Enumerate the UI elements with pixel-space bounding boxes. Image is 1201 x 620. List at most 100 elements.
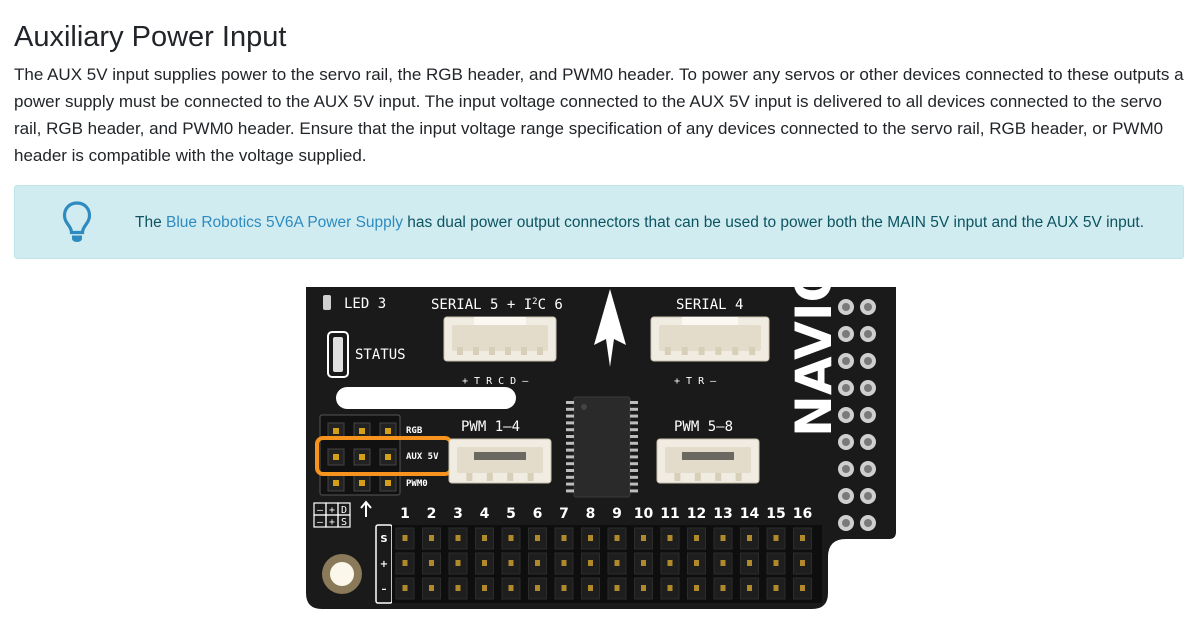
- rail-number: 11: [660, 506, 679, 522]
- chip-leg: [566, 475, 574, 479]
- rail-pin: [402, 585, 408, 591]
- rail-number: 16: [793, 506, 812, 522]
- connector-pin: [664, 347, 671, 355]
- rail-label: +: [380, 559, 388, 570]
- chip-leg: [630, 475, 638, 479]
- arrow-logo: [594, 289, 626, 367]
- rail-pin: [588, 535, 593, 541]
- rail-pin: [641, 585, 646, 591]
- rail-pin: [429, 560, 434, 566]
- chip-leg: [566, 414, 574, 418]
- chip-leg: [630, 441, 638, 445]
- rail-pin: [720, 585, 726, 591]
- pwm14-label: PWM 1–4: [461, 419, 520, 435]
- rail-pin: [667, 585, 673, 591]
- connector-pin: [735, 473, 742, 481]
- chip-leg: [566, 489, 574, 493]
- power-supply-link[interactable]: Blue Robotics 5V6A Power Supply: [166, 213, 403, 231]
- connector-pin: [698, 347, 705, 355]
- rail-pin: [667, 535, 673, 541]
- board-svg: LED 3 STATUS SERIAL 5 + I2C 6 + T R C D …: [306, 260, 896, 609]
- gpio-hole-center: [864, 519, 872, 527]
- rail-pin: [535, 560, 540, 566]
- chip-leg: [630, 407, 638, 411]
- chip-leg: [630, 489, 638, 493]
- aux5v-label: AUX 5V: [406, 452, 439, 462]
- rail-pin: [614, 535, 620, 541]
- chip-leg: [566, 441, 574, 445]
- chip-leg: [566, 407, 574, 411]
- rail-pin: [747, 535, 752, 541]
- chip-leg: [630, 401, 638, 404]
- rail-pin: [747, 560, 752, 566]
- rail-pin: [614, 585, 620, 591]
- rail-pin: [694, 585, 699, 591]
- page: Auxiliary Power Input The AUX 5V input s…: [0, 0, 1201, 259]
- section-heading: Auxiliary Power Input: [14, 21, 287, 53]
- section-body: The AUX 5V input supplies power to the s…: [14, 65, 1184, 165]
- connector-pin: [681, 347, 688, 355]
- legend-cell: [337, 514, 351, 528]
- legend-arrow: [360, 500, 372, 517]
- gpio-hole-center: [864, 357, 872, 365]
- gpio-hole-center: [842, 303, 850, 311]
- status-label: STATUS: [355, 347, 406, 363]
- serial4-label: SERIAL 4: [676, 297, 743, 313]
- rail-pin: [482, 535, 487, 541]
- connector-pin: [466, 473, 473, 481]
- gpio-holes: [838, 299, 876, 531]
- rgb-aux-pwm0-header: [319, 414, 401, 496]
- header-pin: [385, 428, 391, 434]
- silkscreen-bar: [336, 387, 516, 409]
- serial56-pins: + T R C D –: [462, 376, 529, 387]
- gpio-hole-center: [864, 492, 872, 500]
- serial4-pins: + T R –: [674, 376, 717, 387]
- rail-pin: [455, 585, 461, 591]
- rail-number: 10: [634, 506, 654, 522]
- header-pin: [359, 428, 365, 434]
- gpio-hole-center: [842, 330, 850, 338]
- tip-callout: The Blue Robotics 5V6A Power Supply has …: [14, 185, 1184, 259]
- rail-pin: [720, 560, 726, 566]
- pwm58-connector: [656, 438, 760, 484]
- rail-label: S: [380, 534, 387, 545]
- lightbulb-icon: [15, 200, 135, 244]
- rail-pin: [535, 585, 540, 591]
- connector-pin: [457, 347, 463, 355]
- status-led: [333, 337, 343, 372]
- connector-pin: [674, 473, 681, 481]
- chip-leg: [630, 421, 638, 425]
- serial56-label: SERIAL 5 + I2C 6: [431, 297, 563, 313]
- rail-pin: [508, 535, 514, 541]
- rail-pin: [720, 535, 726, 541]
- chip-leg: [630, 414, 638, 418]
- gpio-hole-center: [842, 519, 850, 527]
- chip-leg: [566, 401, 574, 404]
- rail-number: 4: [480, 506, 490, 522]
- legend-symbol: +: [329, 517, 335, 528]
- rail-number: 5: [506, 506, 516, 522]
- rgb-label: RGB: [406, 426, 423, 436]
- rail-pin: [561, 535, 567, 541]
- legend-symbol: –: [317, 505, 324, 516]
- chip-leg: [566, 482, 574, 486]
- rail-number: 2: [427, 506, 437, 522]
- rail-pin: [641, 535, 646, 541]
- header-pin: [333, 428, 339, 434]
- rail-pin: [508, 560, 514, 566]
- gpio-hole-center: [842, 465, 850, 473]
- chip-dot: [581, 404, 587, 410]
- rail-pin: [561, 585, 567, 591]
- navio-brand: NAVIO: [785, 287, 843, 437]
- rail-pin: [402, 535, 408, 541]
- chip-leg: [630, 455, 638, 459]
- header-pin: [359, 480, 365, 486]
- rail-pin: [482, 560, 487, 566]
- rail-number: 14: [740, 506, 760, 522]
- gpio-hole-center: [864, 438, 872, 446]
- chip-leg: [630, 482, 638, 486]
- servo-rail-header: [392, 525, 822, 603]
- rail-labels: S+–: [380, 534, 388, 595]
- rail-number: 6: [533, 506, 543, 522]
- navio-board-image: LED 3 STATUS SERIAL 5 + I2C 6 + T R C D …: [306, 260, 896, 610]
